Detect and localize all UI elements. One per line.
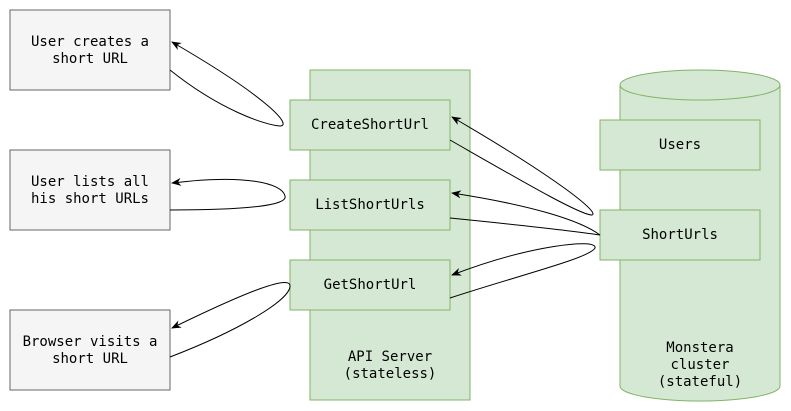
actor-create-line-2: short URL xyxy=(52,51,128,67)
table-users: Users xyxy=(599,119,761,171)
endpoint-get-short-url: GetShortUrl xyxy=(289,259,451,311)
actor-create-short-url: User creates a short URL xyxy=(9,9,171,91)
endpoint-create-label: CreateShortUrl xyxy=(311,117,429,133)
actor-browser-visit: Browser visits a short URL xyxy=(9,309,171,391)
actor-visit-line-1: Browser visits a xyxy=(23,334,158,350)
table-short-urls-label: ShortUrls xyxy=(642,227,718,243)
actor-list-line-1: User lists all xyxy=(31,174,149,190)
actor-list-line-2: his short URLs xyxy=(31,191,149,207)
endpoint-create-short-url: CreateShortUrl xyxy=(289,99,451,151)
table-users-label: Users xyxy=(659,137,701,153)
edge-get-endpoint-to-short-urls xyxy=(449,243,596,299)
edge-list-endpoint-to-short-urls xyxy=(449,190,601,236)
edge-browser-to-get-endpoint xyxy=(169,282,291,358)
cluster-title-line-1: Monstera xyxy=(666,340,733,356)
endpoint-list-label: ListShortUrls xyxy=(315,197,425,213)
endpoint-get-label: GetShortUrl xyxy=(324,277,417,293)
endpoint-list-short-urls: ListShortUrls xyxy=(289,179,451,231)
actor-list-short-urls: User lists all his short URLs xyxy=(9,149,171,231)
api-server-title-line-1: API Server xyxy=(348,349,432,365)
edge-create-endpoint-to-short-urls xyxy=(449,116,594,216)
table-short-urls: ShortUrls xyxy=(599,209,761,261)
cluster-title-line-3: (stateful) xyxy=(658,374,742,390)
actor-create-line-1: User creates a xyxy=(31,34,149,50)
edge-list-actor-to-endpoint xyxy=(169,177,286,211)
cluster-title-line-2: cluster xyxy=(670,357,729,373)
actor-visit-line-2: short URL xyxy=(52,351,128,367)
api-server-title-line-2: (stateless) xyxy=(344,366,437,382)
edge-create-actor-to-endpoint xyxy=(169,41,284,127)
